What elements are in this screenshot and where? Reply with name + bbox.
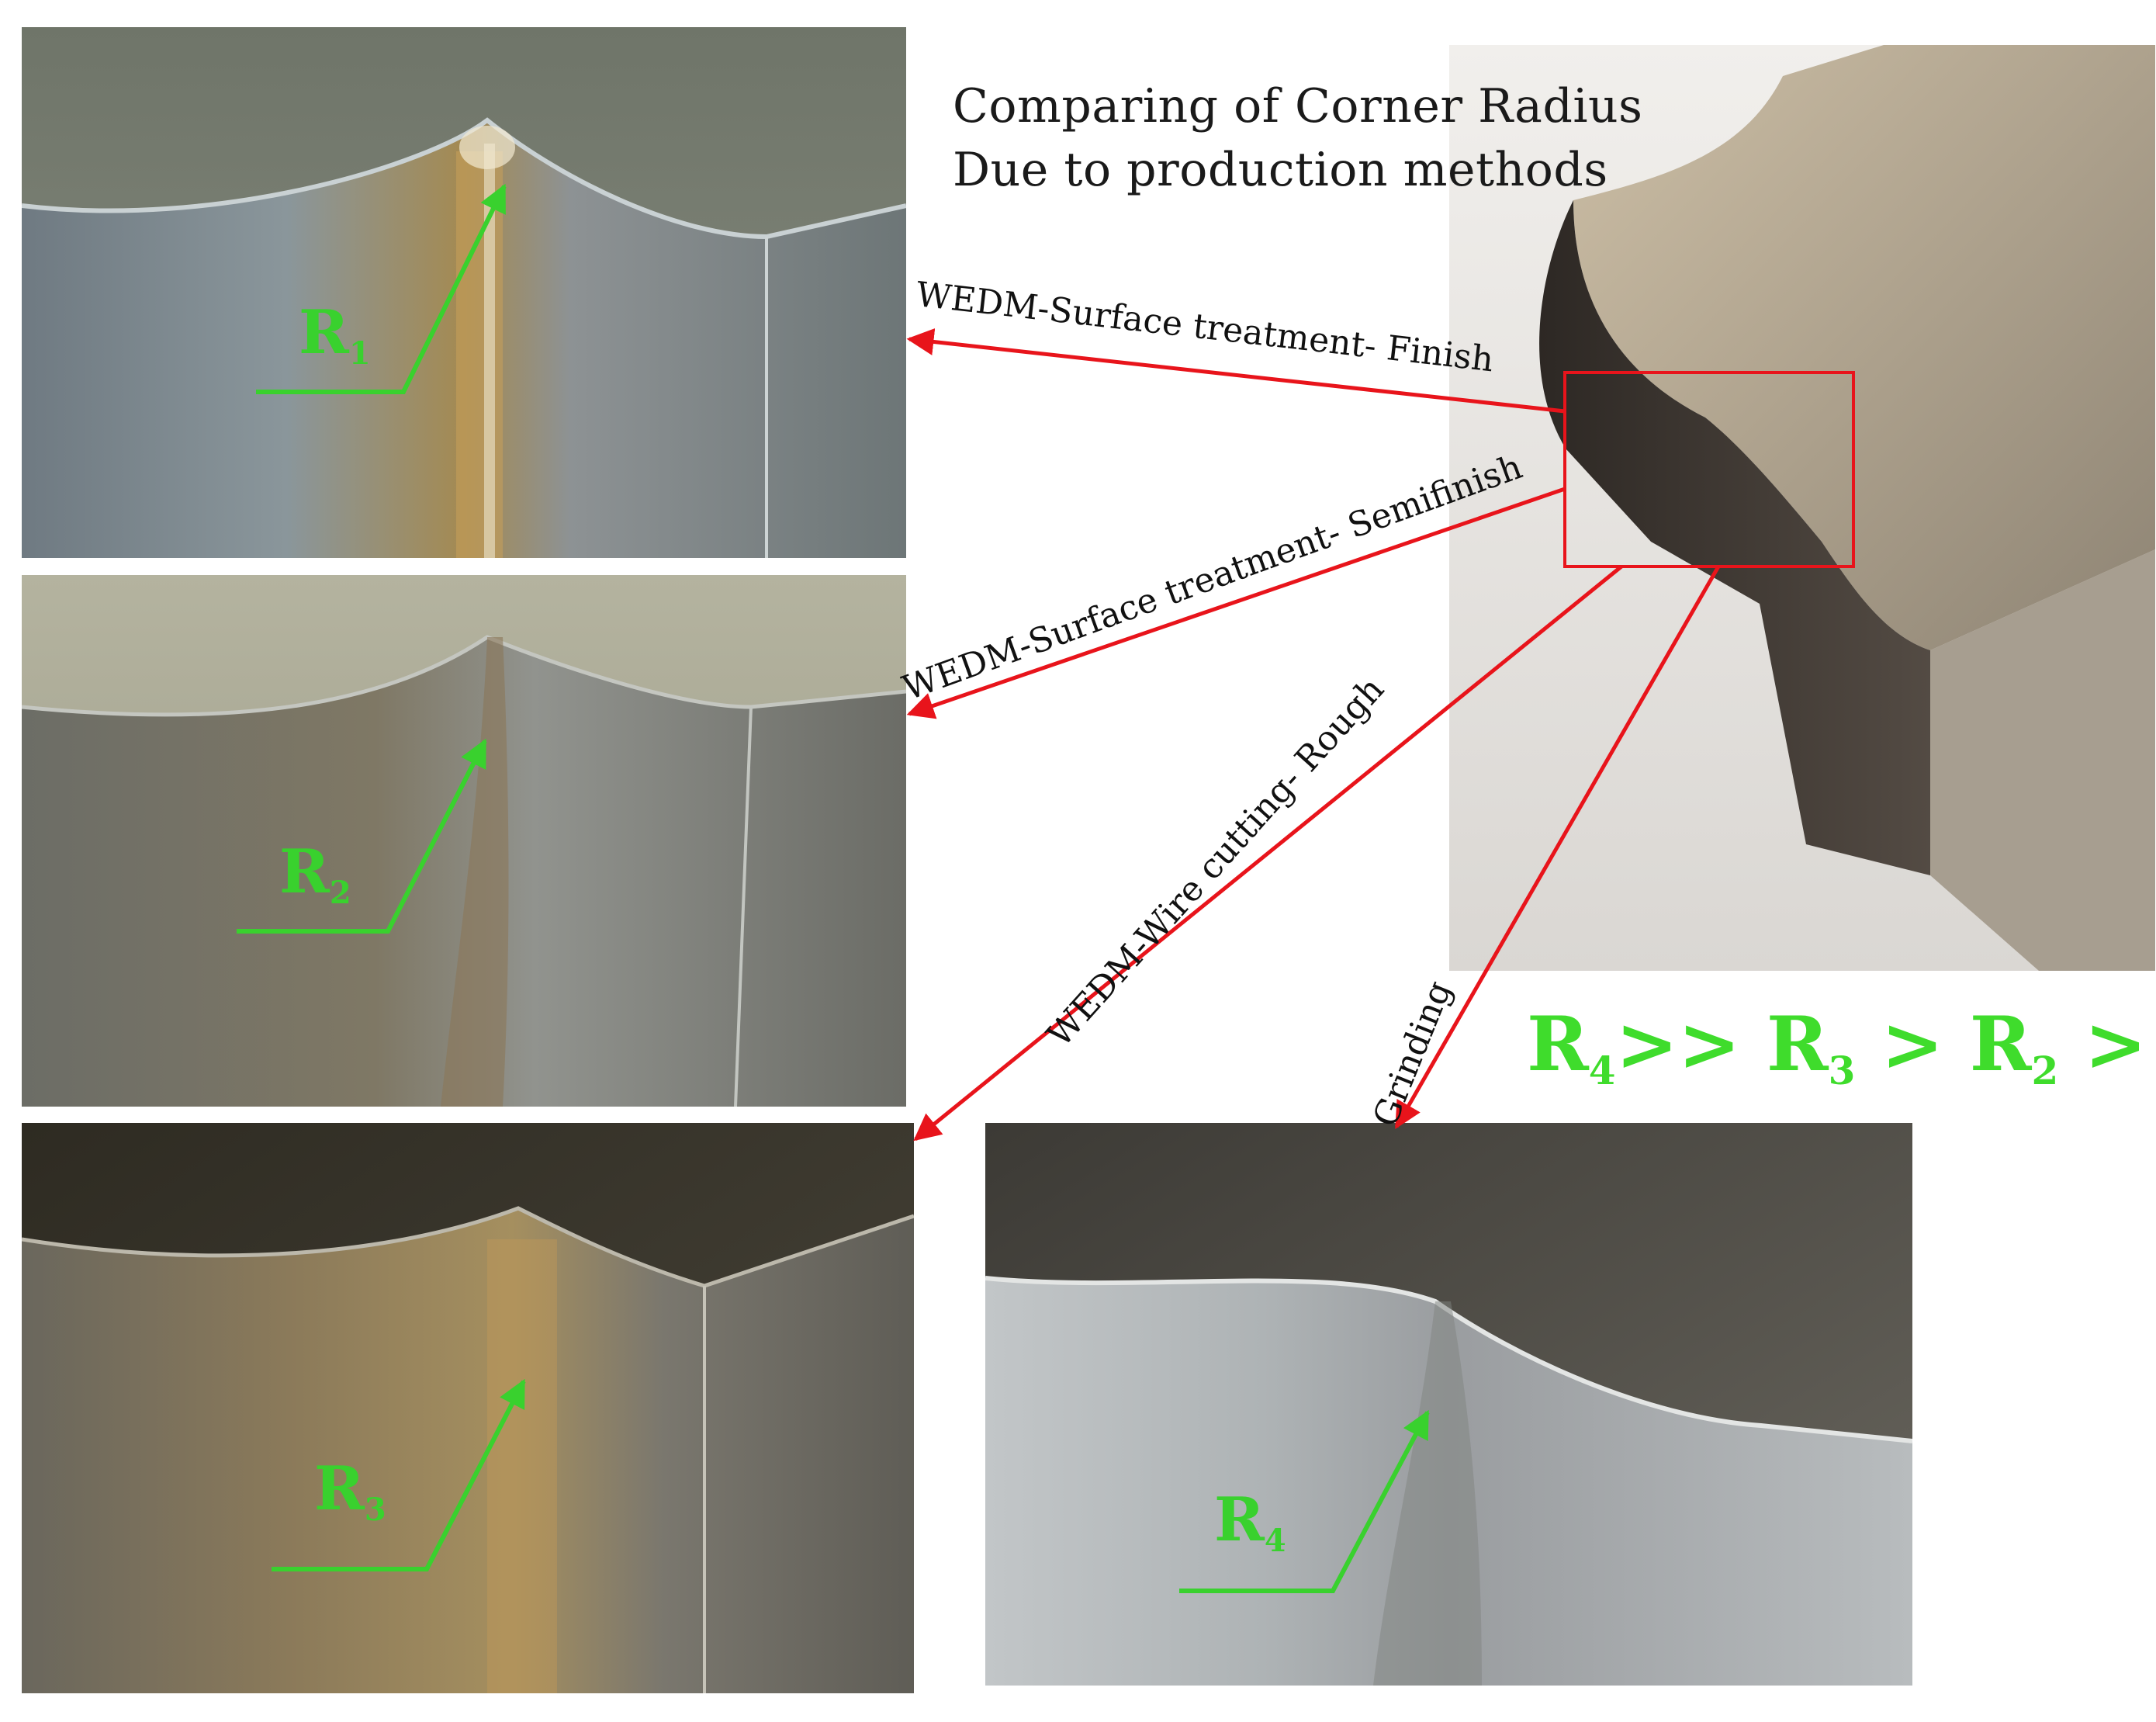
micrograph-finish-photo [22, 27, 906, 558]
figure-title-line-1: Comparing of Corner Radius [953, 79, 1643, 133]
label-semifinish: WEDM-Surface treatment- Semifinish [898, 446, 1528, 709]
radius-label-r3: R3 [314, 1453, 386, 1528]
radius-label-r2: R2 [279, 837, 351, 911]
label-rough: WEDM-Wire cutting- Rough [1040, 669, 1393, 1055]
label-grinding: Grinding [1365, 975, 1460, 1133]
radius-label-r4: R4 [1214, 1485, 1286, 1559]
micrograph-semifinish-photo [22, 575, 906, 1107]
micrograph-rough-photo [22, 1123, 914, 1693]
radius-relation: R4>> R3 > R2 > R1 [1527, 1000, 2147, 1093]
label-finish: WEDM-Surface treatment- Finish [914, 275, 1496, 380]
micrograph-grinding-photo [985, 1123, 1912, 1686]
figure-title-line-2: Due to production methods [953, 143, 1608, 197]
radius-label-r1: R1 [299, 297, 371, 372]
